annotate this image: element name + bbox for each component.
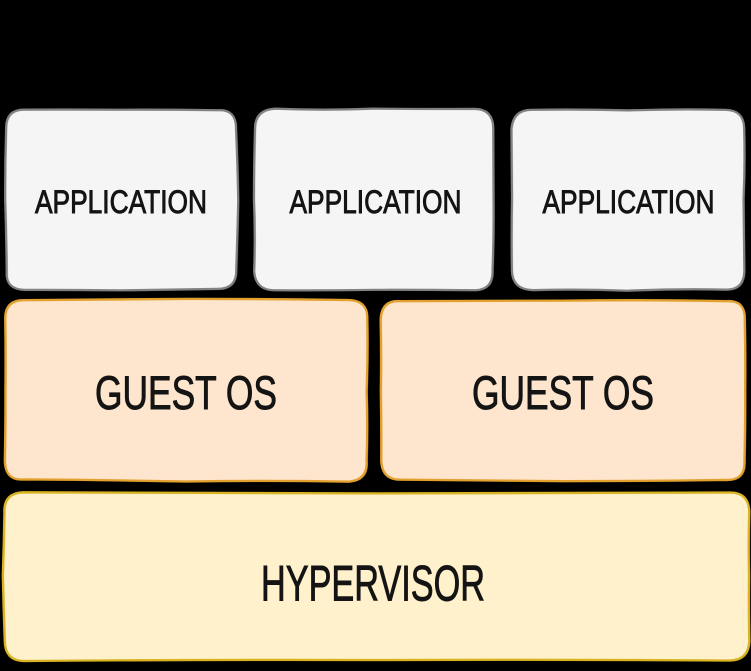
svg-text:GUEST OS: GUEST OS [472,366,654,419]
svg-text:APPLICATION: APPLICATION [290,184,462,220]
svg-text:APPLICATION: APPLICATION [35,184,207,220]
svg-text:HYPERVISOR: HYPERVISOR [261,556,485,612]
svg-text:APPLICATION: APPLICATION [543,184,715,220]
svg-text:GUEST OS: GUEST OS [95,366,277,419]
